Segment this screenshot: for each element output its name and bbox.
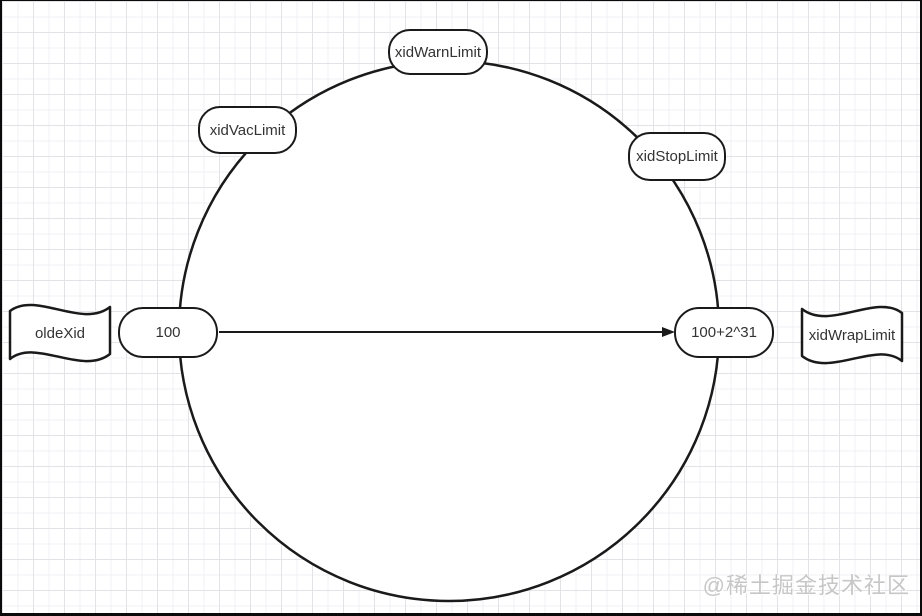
arrowhead-icon	[662, 327, 675, 337]
node-label: xidStopLimit	[636, 148, 718, 165]
tape-wave-icon	[8, 303, 112, 363]
tape-shape-olde-xid: oldeXid	[8, 296, 112, 370]
tape-label: xidWrapLimit	[808, 326, 896, 344]
node-xid-warn-limit: xidWarnLimit	[388, 29, 488, 75]
node-label: xidWarnLimit	[394, 43, 482, 61]
node-end-value: 100+2^31	[674, 307, 774, 358]
node-label: 100	[155, 324, 181, 341]
node-xid-vac-limit: xidVacLimit	[198, 106, 297, 154]
node-xid-stop-limit: xidStopLimit	[628, 132, 726, 181]
node-label: 100+2^31	[691, 324, 757, 341]
tape-wave-icon	[800, 305, 904, 365]
node-start-value: 100	[118, 307, 218, 358]
node-label: xidVacLimit	[209, 121, 286, 139]
watermark: @稀土掘金技术社区	[702, 573, 910, 598]
tape-shape-xid-wrap-limit: xidWrapLimit	[800, 298, 904, 372]
tape-label: oldeXid	[34, 324, 86, 342]
